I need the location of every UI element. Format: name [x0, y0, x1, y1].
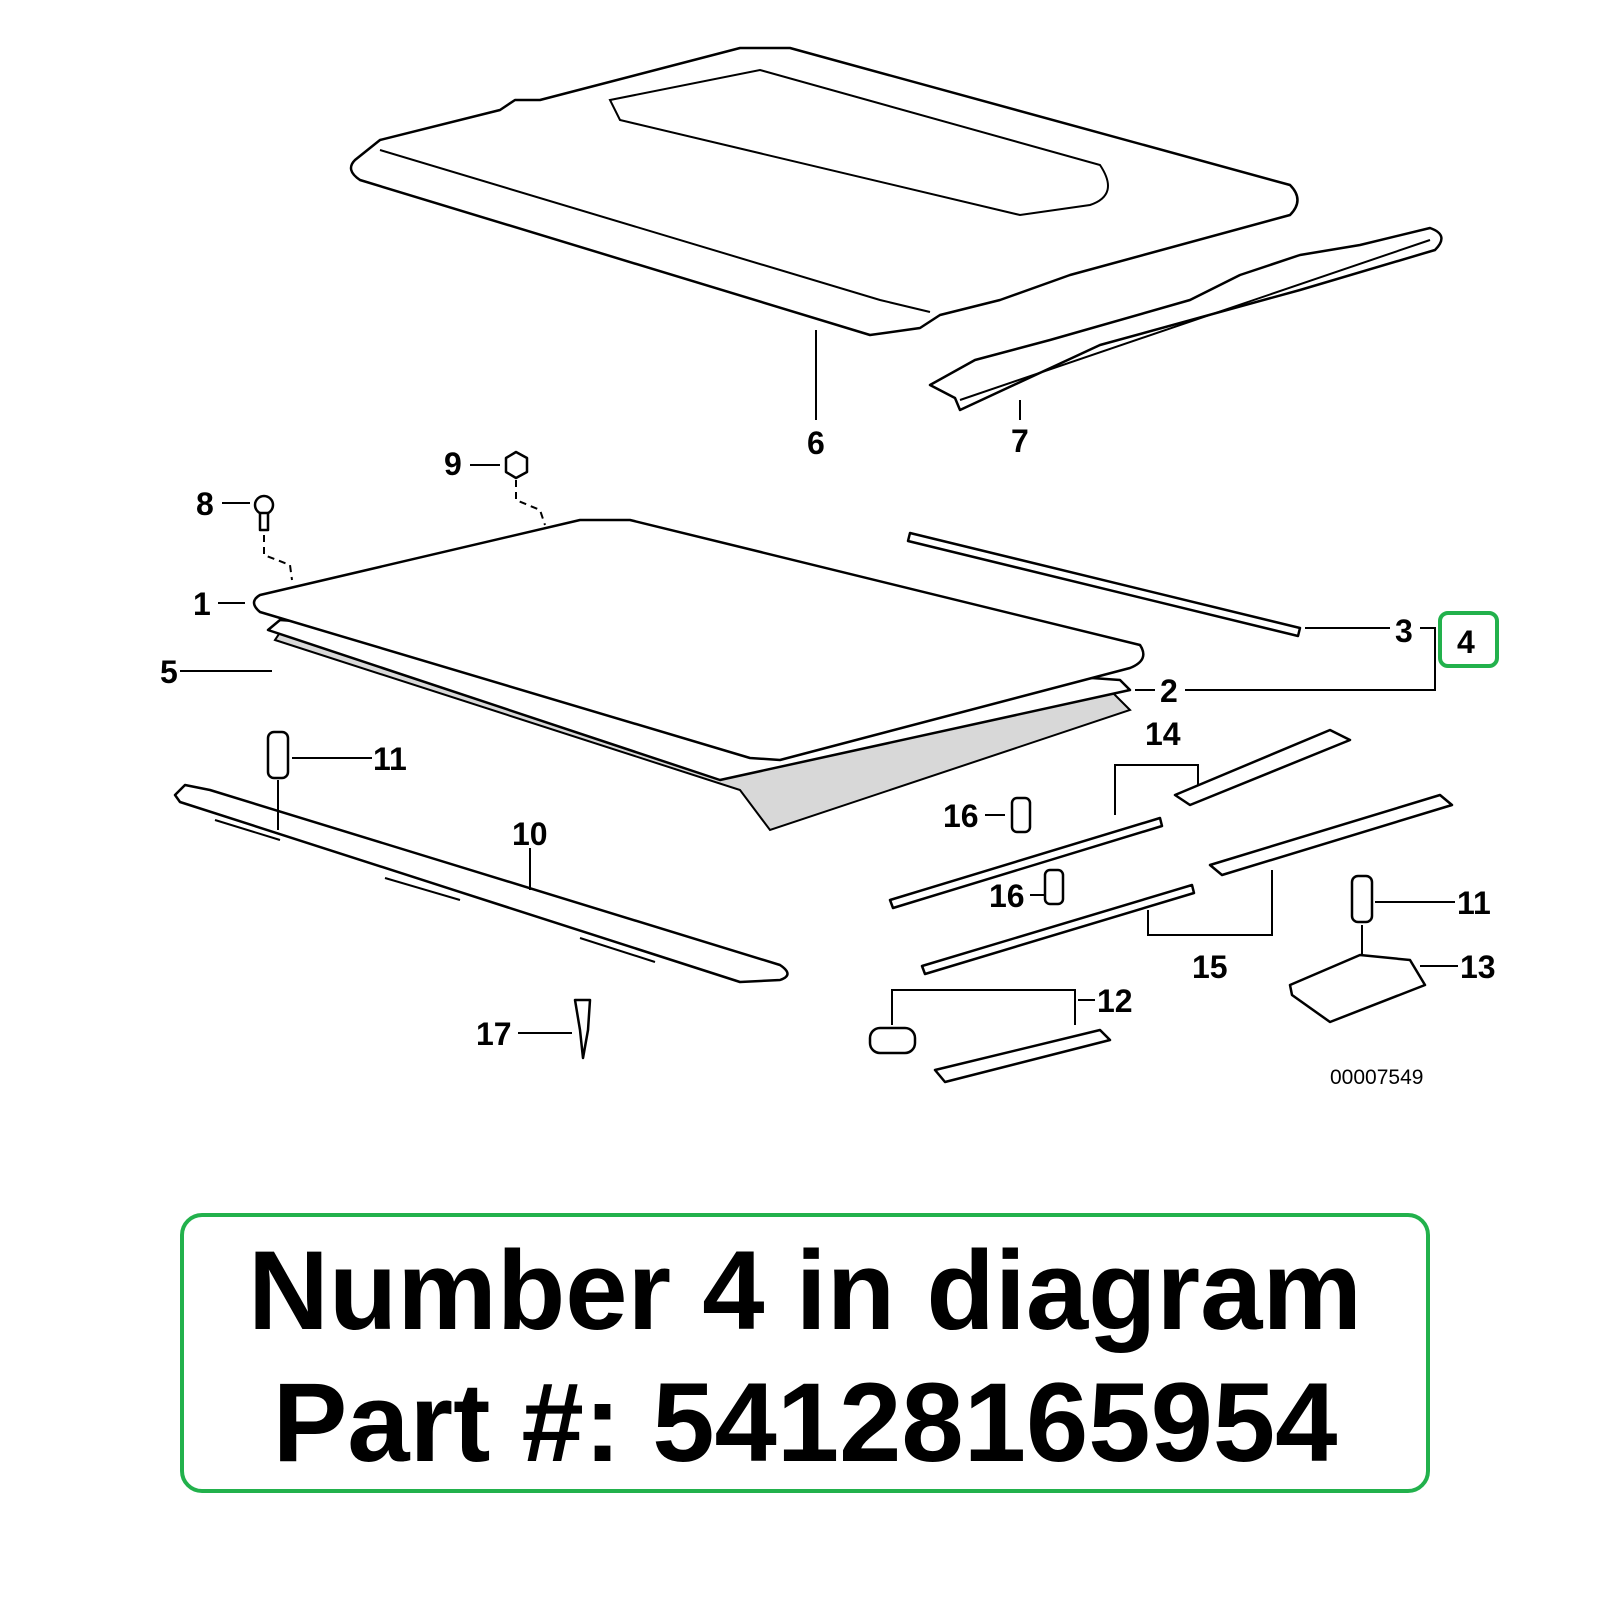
leader-lines: [180, 330, 1458, 1034]
label-11: 11: [373, 741, 407, 777]
label-17: 17: [476, 1016, 512, 1052]
diagram-code: 00007549: [1330, 1066, 1423, 1089]
part-17-pin: [573, 998, 592, 1060]
label-5: 5: [160, 654, 178, 690]
part-6-headliner: [349, 46, 1299, 337]
part-15-slider: [920, 793, 1454, 976]
label-13: 13: [1460, 949, 1496, 985]
part-9-nut: [504, 450, 529, 480]
label-10: 10: [512, 816, 548, 852]
callout-part-number: Part #: 54128165954: [272, 1360, 1338, 1485]
part-8-screw: [253, 494, 275, 532]
label-11-right: 11: [1457, 885, 1491, 921]
label-9: 9: [444, 446, 462, 482]
label-8: 8: [196, 486, 214, 522]
label-7: 7: [1011, 423, 1029, 459]
label-1: 1: [193, 586, 211, 622]
label-16-lower: 16: [989, 878, 1025, 914]
part-14-slider: [888, 728, 1352, 910]
part-10-cable-rail: [173, 783, 789, 984]
part-16-screw: [1010, 796, 1065, 906]
label-2: 2: [1160, 673, 1178, 709]
part-12-link: [868, 1026, 1112, 1084]
callout-line-1: Number 4 in diagram: [247, 1228, 1363, 1353]
label-14: 14: [1145, 716, 1181, 752]
part-7-guide-rail: [928, 226, 1443, 412]
label-3: 3: [1395, 613, 1413, 649]
label-16: 16: [943, 798, 979, 834]
highlight-box-4: [1438, 611, 1499, 668]
label-15: 15: [1192, 949, 1228, 985]
label-4: 4: [1457, 624, 1475, 660]
label-6: 6: [807, 425, 825, 461]
part-3-seal: [906, 531, 1302, 638]
part-1-glass-panel: [252, 518, 1145, 832]
part-11-spring: [266, 730, 290, 830]
label-12: 12: [1097, 983, 1133, 1019]
part-13-bracket: [1288, 953, 1427, 1024]
part-callout-box: Number 4 in diagram Part #: 54128165954: [180, 1213, 1430, 1493]
